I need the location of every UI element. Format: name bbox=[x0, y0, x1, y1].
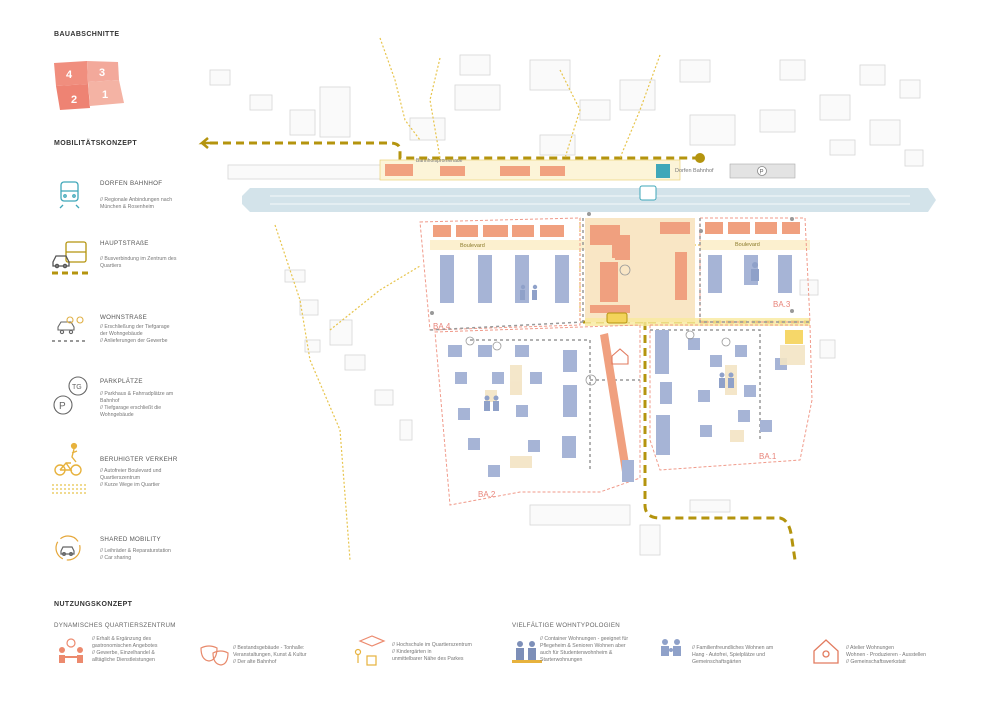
ba3-label: BA.3 bbox=[773, 300, 791, 309]
boundary-ba2 bbox=[434, 324, 641, 506]
usage-group-2-title: VIELFÄLTIGE WOHNTYPOLOGIEN bbox=[512, 622, 621, 629]
boulevard-buildings bbox=[433, 222, 800, 313]
boundary-ba4 bbox=[419, 217, 581, 331]
bauabschnitte-title: BAUABSCHNITTE bbox=[54, 31, 120, 38]
mobility-item-title: BERUHIGTER VERKEHR bbox=[100, 456, 178, 463]
boulevard-west-label: Boulevard bbox=[460, 243, 485, 249]
boundary-ba3 bbox=[699, 217, 811, 323]
boulevard-east-label: Boulevard bbox=[735, 242, 760, 248]
ba1-label: BA.1 bbox=[759, 452, 777, 461]
ba4-label: BA.4 bbox=[433, 322, 451, 331]
promenade-label: Bahnhofspromenade bbox=[416, 158, 463, 164]
map-family-icon bbox=[484, 262, 759, 411]
construction-phase-boundaries bbox=[419, 217, 813, 506]
mobility-item-title: PARKPLÄTZE bbox=[100, 378, 143, 385]
mobility-title: MOBILITÄTSKONZEPT bbox=[54, 140, 138, 147]
residential-blocks bbox=[440, 255, 792, 482]
mobility-item-desc: // Leihräder & Reparaturstation// Car sh… bbox=[100, 548, 171, 561]
station-train-icon bbox=[639, 185, 657, 201]
mobility-item-title: SHARED MOBILITY bbox=[100, 536, 161, 543]
ba2-label: BA.2 bbox=[478, 490, 496, 499]
mobility-item-title: WOHNSTRAßE bbox=[100, 314, 147, 321]
usage-title: NUTZUNGSKONZEPT bbox=[54, 601, 133, 608]
usage-item-desc: // Bestandsgebäude - Tonhalle:Veranstalt… bbox=[233, 645, 307, 665]
parking-label: P bbox=[760, 170, 764, 176]
bus-stop-icon bbox=[606, 312, 628, 324]
railway-tracks bbox=[242, 188, 936, 212]
long-slab-building bbox=[600, 333, 630, 472]
mobility-item-title: DORFEN BAHNHOF bbox=[100, 180, 163, 187]
boundary-ba1 bbox=[649, 324, 813, 471]
usage-item-desc: // Hochschule im Quartierszentrum// Kind… bbox=[392, 642, 472, 662]
station-buildings bbox=[385, 164, 565, 176]
atelier-marker bbox=[785, 330, 803, 344]
street-nodes bbox=[430, 212, 794, 315]
station-label: Dorfen Bahnhof bbox=[675, 168, 714, 174]
context-buildings bbox=[209, 54, 924, 556]
mobility-item-title: HAUPTSTRAßE bbox=[100, 240, 149, 247]
usage-group-1-title: DYNAMISCHES QUARTIERSZENTRUM bbox=[54, 622, 176, 629]
